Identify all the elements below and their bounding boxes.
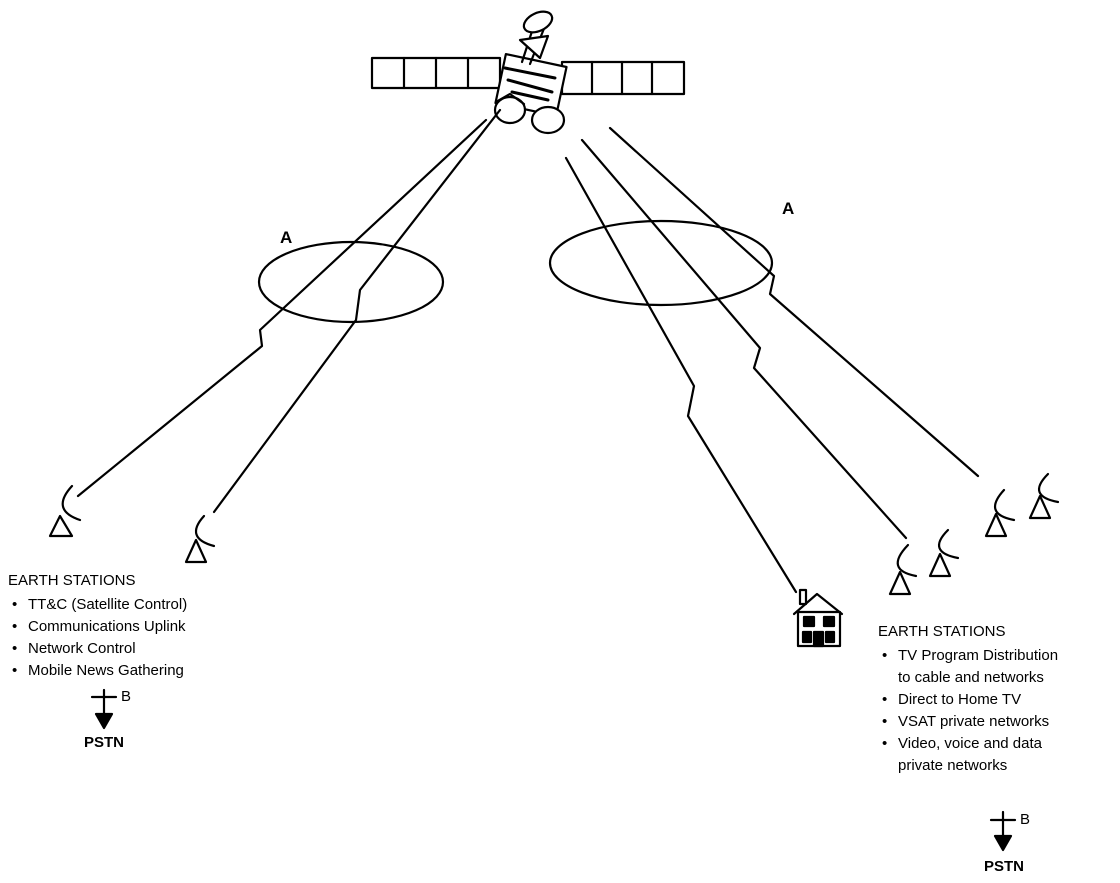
coverage-label-right: A <box>782 199 795 218</box>
uplink-left-1 <box>76 118 488 498</box>
dish-antenna-icon <box>1028 472 1060 520</box>
list-item: Mobile News Gathering <box>12 660 187 682</box>
uplink-left-2 <box>212 108 502 514</box>
list-item: VSAT private networks <box>882 711 1058 733</box>
list-item: Direct to Home TV <box>882 689 1058 711</box>
coverage-area-left <box>257 240 445 324</box>
pstn-connector-right <box>989 810 1017 852</box>
dish-antenna-icon <box>928 528 960 578</box>
pstn-connector-left <box>90 688 118 730</box>
downlink-right-2 <box>580 138 908 540</box>
satellite-icon <box>370 10 686 135</box>
left-stations-heading: EARTH STATIONS <box>8 572 136 589</box>
downlink-right-3 <box>608 126 980 478</box>
pstn-label-right: PSTN <box>984 858 1025 875</box>
coverage-area-right <box>548 219 774 307</box>
list-item: private networks <box>898 757 1008 774</box>
downlink-right-1 <box>564 156 798 594</box>
list-item: to cable and networks <box>898 669 1044 686</box>
list-item: Video, voice and data <box>882 733 1058 755</box>
connection-label-left: B <box>121 688 132 705</box>
list-item: Communications Uplink <box>12 616 187 638</box>
list-item: TT&C (Satellite Control) <box>12 594 187 616</box>
coverage-label-left: A <box>280 228 293 247</box>
dish-antenna-icon <box>184 514 216 564</box>
connection-label-right: B <box>1020 811 1031 828</box>
right-stations-list: TV Program Distribution to cable and net… <box>882 645 1058 777</box>
list-item: TV Program Distribution <box>882 645 1058 667</box>
right-stations-heading: EARTH STATIONS <box>878 623 1006 640</box>
left-stations-list: TT&C (Satellite Control) Communications … <box>12 594 187 682</box>
dish-antenna-icon <box>984 488 1016 538</box>
dish-antenna-icon <box>888 543 918 596</box>
list-item: Network Control <box>12 638 187 660</box>
pstn-label-left: PSTN <box>84 734 125 751</box>
home-icon <box>792 588 844 648</box>
dish-antenna-icon <box>48 484 82 538</box>
